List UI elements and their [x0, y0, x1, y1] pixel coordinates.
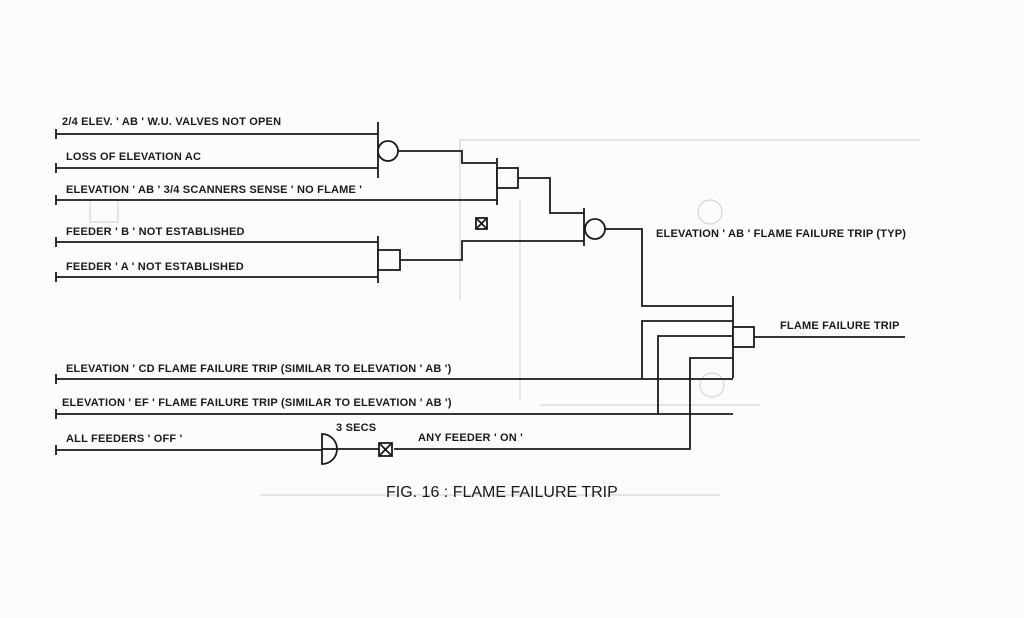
label-feeder-b: FEEDER ' B ' NOT ESTABLISHED	[66, 226, 245, 238]
label-scanners: ELEVATION ' AB ' 3/4 SCANNERS SENSE ' NO…	[66, 184, 362, 196]
label-feeder-a: FEEDER ' A ' NOT ESTABLISHED	[66, 261, 244, 273]
wire-elev-cd	[641, 320, 733, 379]
label-flame-failure-trip: FLAME FAILURE TRIP	[780, 320, 900, 332]
input-line-elev-cd	[55, 374, 733, 384]
label-wu-valves: 2/4 ELEV. ' AB ' W.U. VALVES NOT OPEN	[62, 116, 281, 128]
and-gate-3	[377, 249, 401, 271]
wire-gate3-to-gate4	[400, 240, 584, 261]
and-gate-2	[496, 167, 519, 189]
label-elev-ab-trip: ELEVATION ' AB ' FLAME FAILURE TRIP (TYP…	[656, 228, 906, 240]
crossed-box-any-feeder	[378, 442, 393, 457]
wire-timer-to-final	[394, 357, 733, 450]
input-line-feeder-a	[55, 272, 378, 282]
final-or-gate	[732, 326, 755, 348]
label-elev-cd: ELEVATION ' CD FLAME FAILURE TRIP (SIMIL…	[66, 363, 452, 375]
label-elev-ef: ELEVATION ' EF ' FLAME FAILURE TRIP (SIM…	[62, 397, 452, 409]
show-through-ghost	[89, 139, 920, 496]
crossed-box-symbol	[475, 217, 488, 230]
input-line-wu-valves	[55, 129, 378, 139]
input-line-loss-ac	[55, 163, 378, 173]
label-all-feeders-off: ALL FEEDERS ' OFF '	[66, 433, 183, 445]
input-line-feeder-b	[55, 237, 378, 247]
label-any-feeder-on: ANY FEEDER ' ON '	[418, 432, 523, 444]
label-loss-ac: LOSS OF ELEVATION AC	[66, 151, 201, 163]
figure-caption: FIG. 16 : FLAME FAILURE TRIP	[386, 484, 618, 501]
wire-gate4-to-final	[605, 228, 733, 307]
input-line-all-feeders-off	[55, 445, 322, 455]
wire-gate1-to-gate2	[398, 150, 496, 164]
input-line-elev-ef	[55, 409, 733, 419]
or-gate-1	[377, 140, 399, 162]
or-gate-4	[584, 218, 606, 240]
input-line-scanners	[55, 195, 497, 205]
wire-elev-ef	[657, 335, 733, 414]
label-timer: 3 SECS	[336, 422, 376, 434]
wire-gate2-to-gate4	[518, 177, 584, 214]
